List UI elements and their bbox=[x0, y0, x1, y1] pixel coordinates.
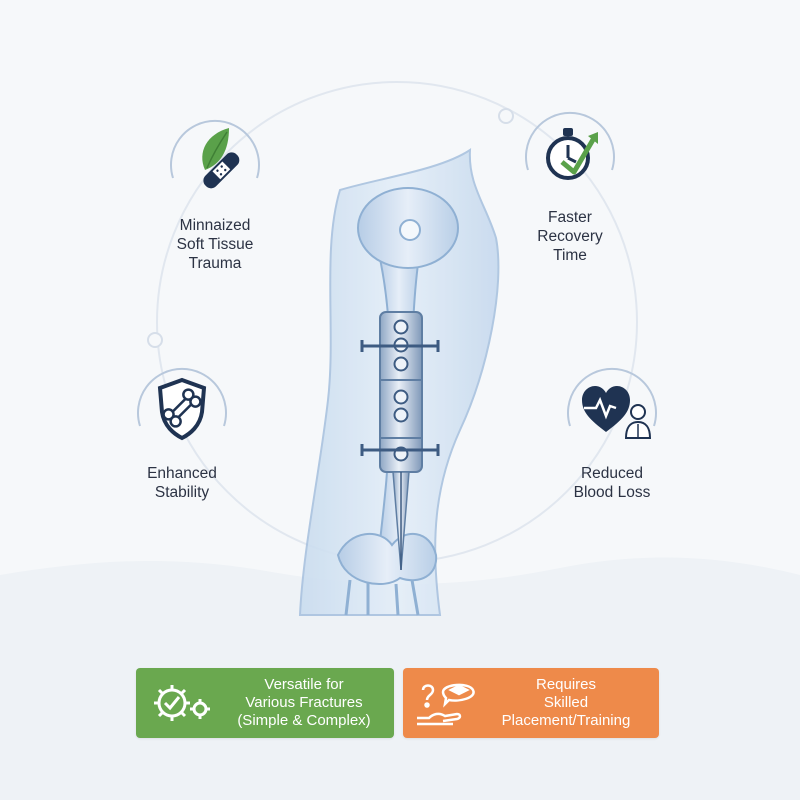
pro-banner-text: Versatile for Various Fractures (Simple … bbox=[237, 676, 371, 729]
feature-label: Enhanced Stability bbox=[147, 465, 217, 501]
con-banner-text: Requires Skilled Placement/Training bbox=[501, 676, 631, 729]
feature-label: Minnaized Soft Tissue Trauma bbox=[176, 217, 254, 272]
question-cap-hand-icon bbox=[417, 683, 475, 726]
leaf-bandage-icon bbox=[163, 108, 267, 212]
feature-stability: Enhanced Stability bbox=[92, 356, 272, 502]
feature-label: Reduced Blood Loss bbox=[573, 465, 651, 501]
pro-banner: Versatile for Various Fractures (Simple … bbox=[136, 668, 394, 738]
feature-blood-loss: Reduced Blood Loss bbox=[522, 356, 702, 502]
orbit-dot bbox=[498, 108, 514, 124]
stopwatch-arrow-icon bbox=[518, 100, 622, 204]
feature-soft-tissue: Minnaized Soft Tissue Trauma bbox=[125, 108, 305, 273]
con-banner: Requires Skilled Placement/Training bbox=[403, 668, 659, 738]
bone-condyles bbox=[336, 532, 438, 585]
intramedullary-nail bbox=[360, 311, 440, 571]
feature-recovery-time: Faster Recovery Time bbox=[480, 100, 660, 265]
heart-patient-icon bbox=[560, 356, 664, 460]
orbit-dot bbox=[147, 332, 163, 348]
shield-bone-icon bbox=[130, 356, 234, 460]
feature-label: Faster Recovery Time bbox=[537, 209, 603, 264]
wave-floor bbox=[0, 557, 800, 800]
gear-check-icon bbox=[154, 685, 210, 721]
